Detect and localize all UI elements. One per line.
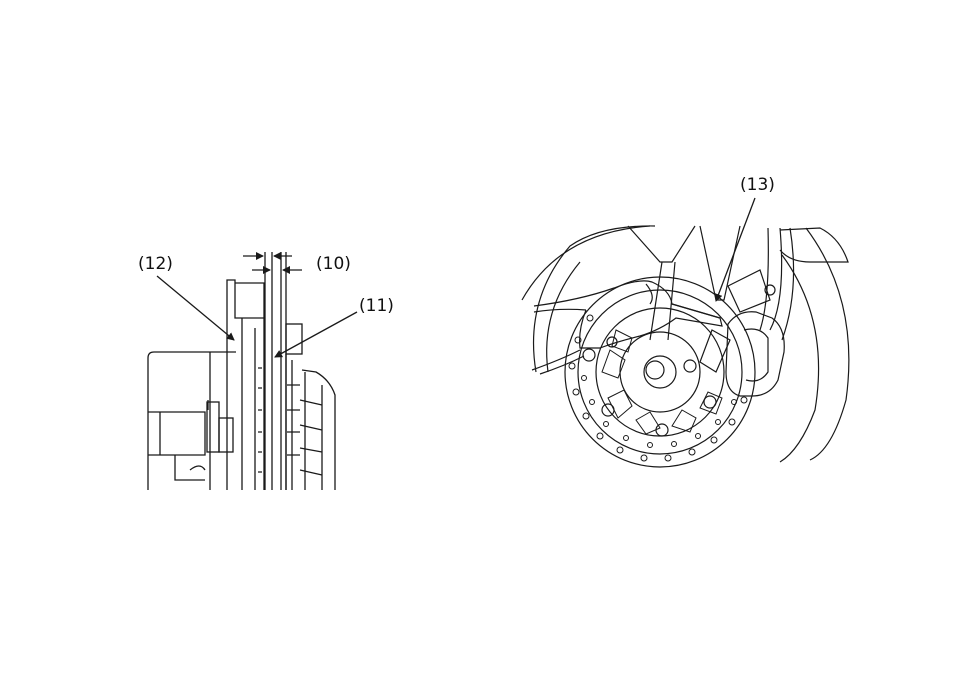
- callout-12: (12): [138, 256, 173, 273]
- leader-line-13: [716, 198, 755, 301]
- leader-lines-left: [157, 276, 357, 357]
- callout-13: (13): [740, 177, 775, 194]
- callout-11: (11): [359, 298, 394, 315]
- callout-10: (10): [316, 256, 351, 273]
- front-wheel-illustration: [522, 226, 849, 467]
- caliper-cross-section: [148, 252, 335, 490]
